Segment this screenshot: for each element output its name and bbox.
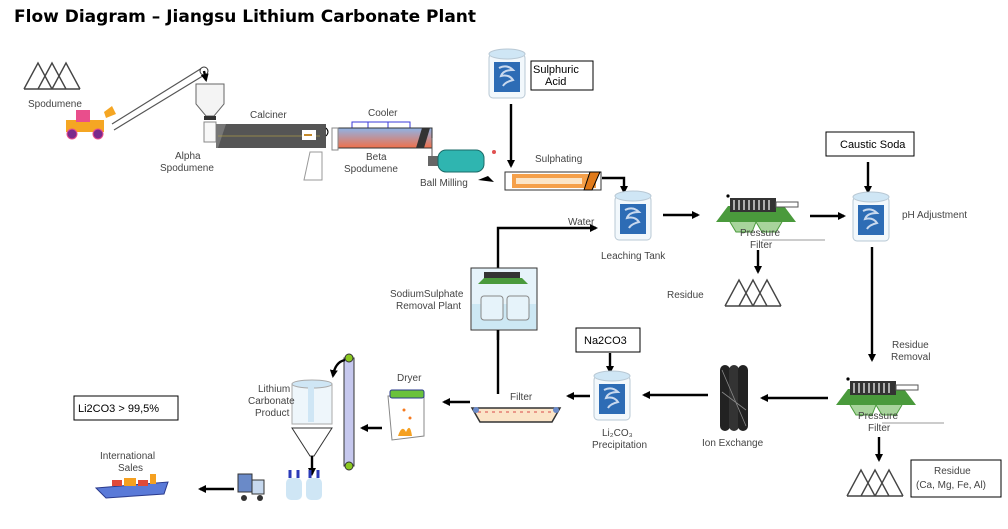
residue-pile-icon xyxy=(724,279,782,307)
label-product: Product xyxy=(255,408,290,419)
purity-box xyxy=(73,395,179,421)
cargo-ship-icon xyxy=(94,474,169,499)
ion-exchange-icon xyxy=(720,365,748,431)
label-residue-removal-2: Removal xyxy=(891,352,930,363)
bucket-elevator-icon xyxy=(329,353,355,471)
dryer-icon xyxy=(387,389,425,441)
label-international: International xyxy=(100,451,155,462)
sodium-sulphate-plant-icon xyxy=(470,267,538,331)
caustic-soda-box xyxy=(825,131,915,157)
label-residue: Residue xyxy=(667,290,704,301)
box-na2co3: Na2CO3 xyxy=(584,335,627,347)
precipitation-tank-icon xyxy=(593,370,631,421)
label-ph-adjustment: pH Adjustment xyxy=(902,210,967,221)
forklift-icon xyxy=(237,473,265,501)
sulphating-kiln-icon xyxy=(504,171,602,191)
label-ion-exchange: Ion Exchange xyxy=(702,438,764,449)
label-lithium: Lithium xyxy=(258,384,290,395)
label-water: Water xyxy=(568,217,595,228)
label-dryer: Dryer xyxy=(397,373,422,384)
sulphuric-acid-box xyxy=(530,60,594,91)
label-sodium-sulphate-1: SodiumSulphate xyxy=(390,289,464,300)
label-pressure-2: Pressure xyxy=(858,411,898,422)
spodumene-pile-icon xyxy=(23,62,81,90)
box-sulphuric: Sulphuric xyxy=(533,64,579,76)
label-beta: Beta xyxy=(366,152,387,163)
label-sulphating: Sulphating xyxy=(535,154,582,165)
label-leaching-tank: Leaching Tank xyxy=(601,251,666,262)
label-calciner: Calciner xyxy=(250,110,287,121)
sulphuric-acid-tank-icon xyxy=(488,48,526,99)
label-filter: Filter xyxy=(510,392,533,403)
pressure-filter-2-icon xyxy=(835,376,919,416)
cooler-icon xyxy=(331,121,433,160)
conveyor-icon xyxy=(111,66,209,131)
hopper-icon xyxy=(195,83,225,143)
ph-adjustment-tank-icon xyxy=(852,191,890,242)
label-pressure-1: Pressure xyxy=(740,228,780,239)
label-filter-2: Filter xyxy=(868,423,891,434)
loader-truck-icon xyxy=(66,106,116,140)
residue-final-box xyxy=(910,459,1002,498)
label-spodumene: Spodumene xyxy=(28,99,82,110)
label-li2co3: Li₂CO₃ xyxy=(602,428,633,439)
label-alpha: Alpha xyxy=(175,151,201,162)
leaching-tank-icon xyxy=(614,190,652,241)
arrow-sulphating-to-leaching xyxy=(602,176,628,194)
product-bags-icon xyxy=(286,470,322,500)
ball-mill-icon xyxy=(428,149,496,182)
pressure-filter-icon xyxy=(715,193,799,233)
label-residue-removal-1: Residue xyxy=(892,340,929,351)
label-carbonate: Carbonate xyxy=(248,396,295,407)
na2co3-box xyxy=(575,327,641,353)
box-acid: Acid xyxy=(545,76,566,88)
label-cooler: Cooler xyxy=(368,108,398,119)
label-sales: Sales xyxy=(118,463,143,474)
label-beta-spodumene: Spodumene xyxy=(344,164,398,175)
page-title: Flow Diagram – Jiangsu Lithium Carbonate… xyxy=(14,7,477,27)
calciner-kiln-icon xyxy=(216,124,329,181)
box-residue-elements: (Ca, Mg, Fe, Al) xyxy=(916,480,986,491)
label-sodium-sulphate-2: Removal Plant xyxy=(396,301,461,312)
product-silo-icon xyxy=(291,379,333,476)
label-ball-milling: Ball Milling xyxy=(420,178,468,189)
belt-filter-icon xyxy=(470,407,562,423)
box-purity: Li2CO3 > 99,5% xyxy=(78,403,159,415)
residue-final-pile-icon xyxy=(846,469,904,497)
label-precipitation: Precipitation xyxy=(592,440,647,451)
label-alpha-spodumene: Spodumene xyxy=(160,163,214,174)
label-filter-1: Filter xyxy=(750,240,773,251)
box-residue-final: Residue xyxy=(934,466,971,477)
box-caustic-soda: Caustic Soda xyxy=(840,139,906,151)
